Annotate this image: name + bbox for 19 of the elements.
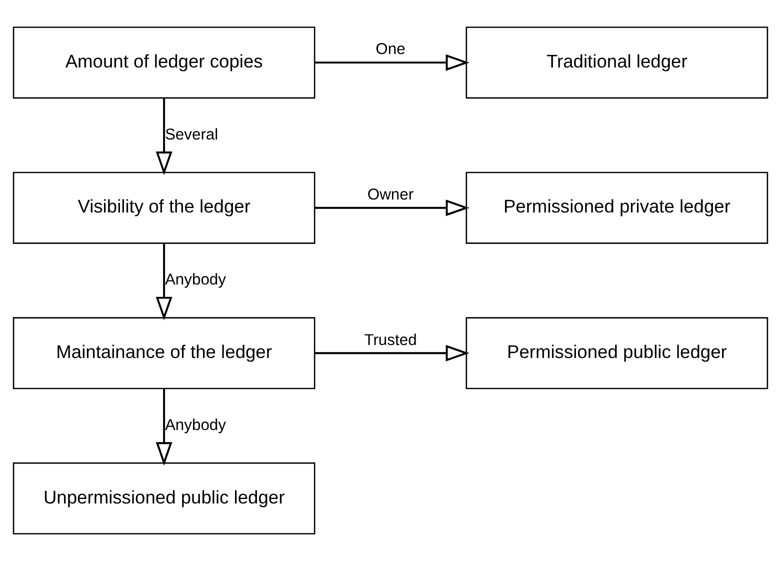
arrow <box>156 243 172 320</box>
node-box: Unpermissioned public ledger <box>12 462 316 534</box>
arrow <box>156 388 172 466</box>
edge-label: One <box>376 41 406 58</box>
edge-label: Owner <box>367 186 414 204</box>
edge-label: Several <box>164 126 218 144</box>
edge-label: Trusted <box>364 332 417 349</box>
node-box: Amount of ledger copies <box>12 26 316 99</box>
arrow <box>314 54 470 71</box>
arrow <box>314 344 470 362</box>
arrow <box>156 98 172 176</box>
node-box: Permissioned private ledger <box>466 172 768 244</box>
node-box: Traditional ledger <box>466 26 768 99</box>
edge-label: Anybody <box>164 416 226 434</box>
node-box: Maintainance of the ledger <box>12 317 316 390</box>
node-box: Permissioned public ledger <box>466 317 768 390</box>
edge-label: Anybody <box>164 272 226 289</box>
node-box: Visibility of the ledger <box>12 172 316 244</box>
arrow <box>314 200 470 216</box>
